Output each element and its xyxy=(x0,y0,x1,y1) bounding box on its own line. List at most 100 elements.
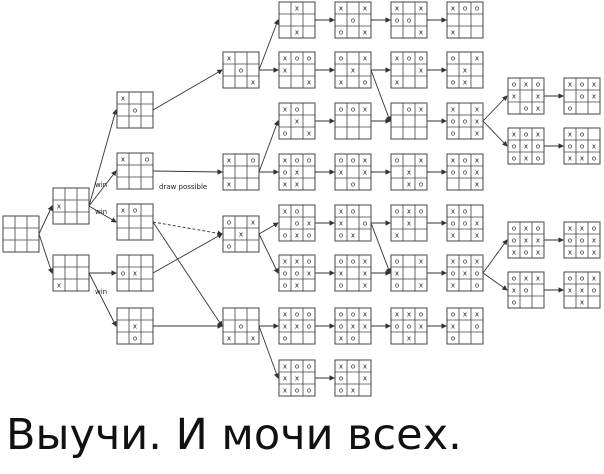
x-mark: x xyxy=(463,79,467,87)
o-mark: o xyxy=(295,270,299,278)
x-mark: x xyxy=(568,225,572,233)
x-mark: x xyxy=(363,157,367,165)
o-mark: o xyxy=(307,232,311,240)
board-frame xyxy=(390,153,428,191)
x-mark: x xyxy=(295,375,299,383)
edge xyxy=(370,69,391,122)
o-mark: o xyxy=(121,270,125,278)
x-mark: x xyxy=(283,387,287,395)
o-mark: o xyxy=(351,157,355,165)
edge xyxy=(482,272,508,291)
o-mark: o xyxy=(407,55,411,63)
board-frame xyxy=(446,1,484,39)
x-mark: x xyxy=(307,79,311,87)
o-mark: o xyxy=(339,323,343,331)
x-mark: x xyxy=(419,106,423,114)
x-mark: x xyxy=(536,249,540,257)
o-mark: o xyxy=(451,79,455,87)
o-mark: o xyxy=(133,107,137,115)
edge xyxy=(258,325,279,379)
x-mark: x xyxy=(121,95,125,103)
o-mark: o xyxy=(451,270,455,278)
x-mark: x xyxy=(295,232,299,240)
o-mark: o xyxy=(295,157,299,165)
o-mark: o xyxy=(463,5,467,13)
x-mark: x xyxy=(475,106,479,114)
o-mark: o xyxy=(451,55,455,63)
edge xyxy=(152,169,223,175)
x-mark: x xyxy=(419,282,423,290)
edge xyxy=(258,120,279,173)
o-mark: o xyxy=(395,17,399,25)
o-mark: o xyxy=(592,225,596,233)
x-mark: x xyxy=(295,258,299,266)
x-mark: x xyxy=(419,157,423,165)
o-mark: o xyxy=(307,363,311,371)
dashed-edge xyxy=(152,221,223,236)
x-mark: x xyxy=(524,81,528,89)
board-frame xyxy=(446,102,484,140)
o-mark: o xyxy=(536,143,540,151)
o-mark: o xyxy=(512,237,516,245)
o-mark: o xyxy=(580,237,584,245)
edge xyxy=(370,222,391,274)
x-mark: x xyxy=(363,323,367,331)
edge xyxy=(88,205,117,223)
x-mark: x xyxy=(407,335,411,343)
edge xyxy=(88,272,117,327)
edge xyxy=(88,170,117,207)
x-mark: x xyxy=(251,79,255,87)
x-mark: x xyxy=(475,130,479,138)
x-mark: x xyxy=(363,258,367,266)
x-mark: x xyxy=(363,375,367,383)
x-mark: x xyxy=(339,79,343,87)
o-mark: o xyxy=(395,208,399,216)
board-frame xyxy=(278,1,316,39)
board-frame xyxy=(390,204,428,242)
o-mark: o xyxy=(407,323,411,331)
board: xx xyxy=(278,1,316,39)
x-mark: x xyxy=(407,181,411,189)
o-mark: o xyxy=(407,17,411,25)
o-mark: o xyxy=(307,387,311,395)
x-mark: x xyxy=(395,270,399,278)
o-mark: o xyxy=(307,311,311,319)
o-mark: o xyxy=(451,169,455,177)
x-mark: x xyxy=(512,287,516,295)
edge xyxy=(482,239,508,274)
o-mark: o xyxy=(568,105,572,113)
board-frame xyxy=(278,254,316,292)
o-mark: o xyxy=(419,208,423,216)
edge xyxy=(152,233,223,274)
o-mark: o xyxy=(568,275,572,283)
x-mark: x xyxy=(419,5,423,13)
board-frame xyxy=(390,1,428,39)
board: xo xyxy=(116,307,154,345)
x-mark: x xyxy=(407,220,411,228)
o-mark: o xyxy=(395,323,399,331)
x-mark: x xyxy=(283,375,287,383)
o-mark: o xyxy=(307,323,311,331)
o-mark: o xyxy=(351,363,355,371)
x-mark: x xyxy=(283,55,287,63)
o-mark: o xyxy=(395,157,399,165)
o-mark: o xyxy=(339,55,343,63)
board-frame xyxy=(446,51,484,89)
o-mark: o xyxy=(351,335,355,343)
o-mark: o xyxy=(592,155,596,163)
board-frame xyxy=(334,307,372,345)
edge xyxy=(258,222,279,235)
